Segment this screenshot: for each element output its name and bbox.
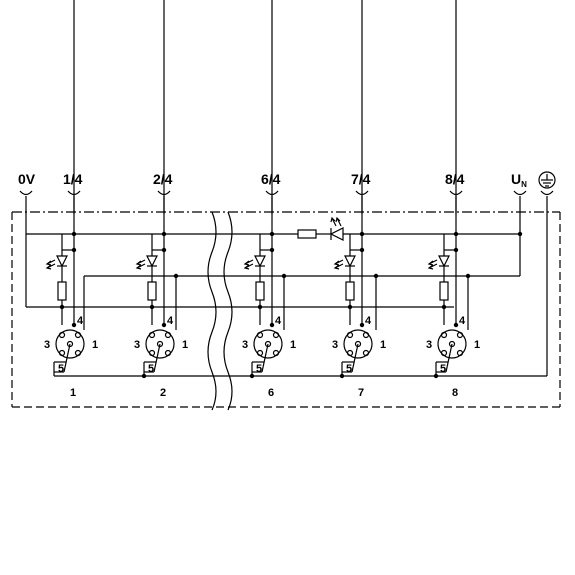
pin-4-label: 4 xyxy=(275,315,282,327)
pin-1-label: 1 xyxy=(380,339,386,351)
pin-1-label: 1 xyxy=(92,339,98,351)
terminal-6-4-label: 6/4 xyxy=(261,171,281,187)
bus-lines xyxy=(25,214,548,377)
ground-icon xyxy=(538,171,556,189)
pin-5-label: 5 xyxy=(148,363,154,375)
terminal-hooks xyxy=(19,190,554,214)
connector-number: 8 xyxy=(452,387,458,399)
connector-number: 6 xyxy=(268,387,274,399)
pin1-supply-drops xyxy=(83,276,469,330)
pin-3-label: 3 xyxy=(332,339,338,351)
pin-1-label: 1 xyxy=(474,339,480,351)
pin-3-label: 3 xyxy=(134,339,140,351)
pin-3-label: 3 xyxy=(242,339,248,351)
pin-1-label: 1 xyxy=(290,339,296,351)
pin-3-label: 3 xyxy=(426,339,432,351)
pin-3-label: 3 xyxy=(44,339,50,351)
pin-4-label: 4 xyxy=(459,315,466,327)
terminal-1-4-label: 1/4 xyxy=(63,171,83,187)
status-led-un xyxy=(329,216,344,241)
pin-1-label: 1 xyxy=(182,339,188,351)
break-mark-right xyxy=(223,211,233,411)
terminal-un-label: UN xyxy=(511,171,527,189)
pin-5-label: 5 xyxy=(346,363,352,375)
pin-4-label: 4 xyxy=(167,315,174,327)
terminal-7-4-label: 7/4 xyxy=(351,171,371,187)
terminal-un-sub: N xyxy=(521,180,527,189)
resistor-un xyxy=(297,229,317,239)
terminal-8-4-label: 8/4 xyxy=(445,171,465,187)
connector-number: 7 xyxy=(358,387,364,399)
pin-5-label: 5 xyxy=(58,363,64,375)
connector-number: 1 xyxy=(70,387,76,399)
terminal-0v-label: 0V xyxy=(18,171,36,187)
pin-5-label: 5 xyxy=(440,363,446,375)
pin-4-label: 4 xyxy=(365,315,372,327)
terminal-un-main: U xyxy=(511,171,521,187)
terminal-2-4-label: 2/4 xyxy=(153,171,173,187)
junction-dots xyxy=(59,231,523,379)
break-mark-left xyxy=(207,211,217,411)
connector-number: 2 xyxy=(160,387,166,399)
pin-5-label: 5 xyxy=(256,363,262,375)
pin-4-label: 4 xyxy=(77,315,84,327)
